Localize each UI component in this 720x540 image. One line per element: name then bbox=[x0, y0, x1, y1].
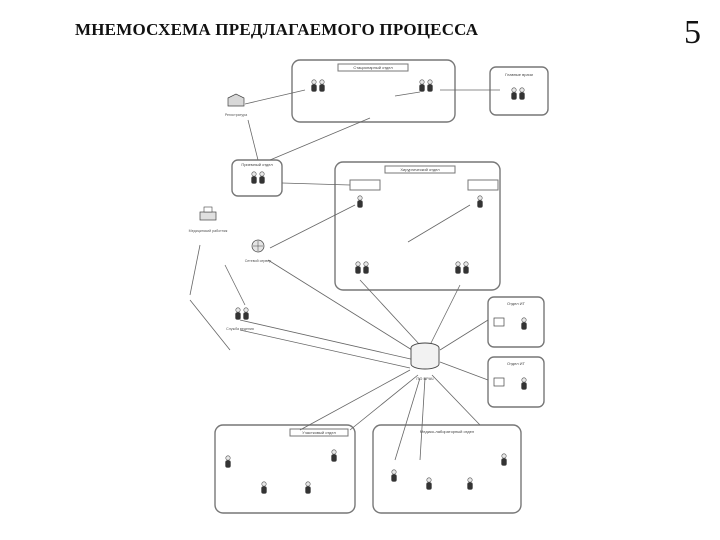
slide-title: МНЕМОСХЕМА ПРЕДЛАГАЕМОГО ПРОЦЕССА bbox=[75, 20, 479, 39]
middle-sub-2 bbox=[467, 179, 499, 191]
monitor-icon bbox=[493, 317, 505, 327]
group-bottom-left-head bbox=[289, 428, 349, 437]
printer-icon bbox=[199, 206, 217, 221]
middle-sub-1 bbox=[349, 179, 381, 191]
central-database-icon bbox=[410, 342, 440, 370]
group-bottom-right bbox=[372, 424, 522, 514]
group-middle-label: Хирургический отдел bbox=[400, 167, 440, 172]
monitor-icon bbox=[493, 377, 505, 387]
connector-lines bbox=[189, 89, 500, 461]
group-right1-label: Отдел ИТ bbox=[507, 301, 526, 306]
group-bottom-right-label: Медико-лабораторный отдел bbox=[420, 429, 475, 434]
group-top-right-label: Главные врачи bbox=[505, 72, 533, 77]
network-icon bbox=[251, 239, 265, 253]
group-middle bbox=[334, 161, 501, 291]
page-number: 5 bbox=[684, 14, 701, 51]
group-bottom-left-label: Участковый отдел bbox=[302, 430, 336, 435]
group-bottom-left bbox=[214, 424, 356, 514]
group-upper-small-label: Приемный отдел bbox=[241, 162, 273, 167]
group-upper-small bbox=[231, 159, 283, 197]
network-label: Сетевой сервер bbox=[245, 259, 272, 263]
person-icons bbox=[225, 79, 527, 494]
group-top-head bbox=[337, 63, 409, 72]
group-top-right bbox=[489, 66, 549, 116]
group-top-label: Стационарный отдел bbox=[353, 65, 393, 70]
group-right2-label: Отдел ИТ bbox=[507, 361, 526, 366]
group-top bbox=[291, 59, 456, 123]
warehouse-label: Регистратура bbox=[225, 113, 247, 117]
service-label: Служба ведения bbox=[226, 327, 254, 331]
warehouse-icon bbox=[227, 93, 245, 107]
central-database-label: ПО ВРАЧ bbox=[416, 376, 434, 381]
group-middle-head bbox=[384, 165, 456, 174]
printer-label: Медицинский работник bbox=[189, 229, 228, 233]
group-right2 bbox=[487, 356, 545, 408]
group-right1 bbox=[487, 296, 545, 348]
